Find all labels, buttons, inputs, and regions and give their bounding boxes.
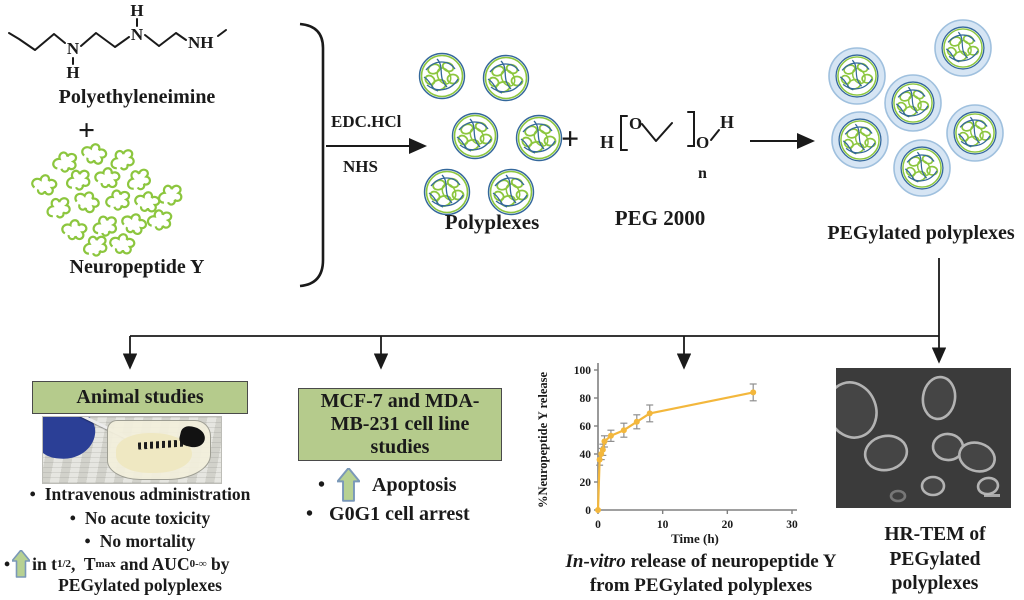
peg-h-left: H — [600, 132, 614, 152]
polyethyleneimine-structure: N H H N NH — [8, 4, 227, 82]
neuropeptide-y-cluster — [29, 139, 186, 258]
svg-text:0: 0 — [595, 519, 601, 531]
increase-arrow-icon — [337, 468, 361, 502]
svg-text:40: 40 — [580, 449, 592, 461]
cells-bullet-1: • Apoptosis — [300, 466, 518, 504]
pegylated-polyplexes-cluster — [825, 18, 1011, 202]
svg-text:80: 80 — [580, 393, 592, 405]
chart-x-axis-label: Time (h) — [671, 531, 719, 546]
pegylated-polyplexes-label: PEGylated polyplexes — [827, 222, 1015, 244]
atom-h1: H — [66, 63, 79, 82]
cell-title-line1: MCF-7 and MDA- — [320, 390, 480, 412]
animal-bullet-3: • No mortality — [84, 531, 196, 551]
atom-nh: NH — [188, 33, 214, 52]
svg-text:100: 100 — [574, 365, 592, 377]
hrtem-image — [836, 368, 1011, 508]
edc-label: EDC.HCl — [331, 112, 402, 131]
glove-shape — [43, 417, 98, 462]
container-shape — [107, 420, 211, 480]
svg-text:20: 20 — [722, 519, 734, 531]
tem-scale-bar — [984, 494, 1000, 497]
animal-experiment-photo — [42, 416, 222, 484]
svg-text:0: 0 — [585, 505, 591, 517]
animal-studies-title: Animal studies — [76, 386, 204, 408]
cell-line-studies-box: MCF-7 and MDA- MB-231 cell line studies — [298, 388, 502, 461]
increase-arrow-icon — [12, 550, 31, 578]
svg-text:10: 10 — [657, 519, 669, 531]
atom-n1: N — [67, 39, 80, 58]
tem-caption-line2: PEGylated — [889, 549, 981, 570]
svg-text:30: 30 — [786, 519, 798, 531]
cell-title-line3: studies — [370, 436, 430, 458]
grouping-bracket — [299, 22, 325, 288]
chart-caption-line2: from PEGylated polyplexes — [589, 575, 813, 596]
plus-sign-mid: + — [561, 120, 580, 156]
peg-structure: H O O H n — [600, 111, 734, 182]
polyplexes-cluster — [418, 52, 563, 216]
plus-sign-top: + — [78, 114, 96, 147]
atom-n2: N — [131, 25, 144, 44]
peg-o-left: O — [629, 114, 642, 133]
cell-title-line2: MB-231 cell line — [330, 413, 470, 435]
peg-o-right: O — [696, 133, 709, 152]
animal-studies-box: Animal studies — [32, 381, 248, 414]
animal-bullet-2: • No acute toxicity — [69, 508, 211, 528]
release-chart: 0 20 40 60 80 100 0 10 20 30 %Neuropeptide Y relea… — [536, 363, 798, 546]
cells-bullet-2: • G0G1 cell arrest — [306, 503, 470, 525]
svg-text:60: 60 — [580, 421, 592, 433]
polyplexes-label: Polyplexes — [444, 210, 540, 234]
chart-caption-line1: In-vitro release of neuropeptide Y — [565, 551, 837, 572]
animal-bullet-pk-line2: PEGylated polyplexes — [58, 575, 222, 595]
atom-h2: H — [130, 4, 143, 20]
neuropeptide-y-label: Neuropeptide Y — [69, 256, 205, 278]
peg-n-subscript: n — [698, 165, 707, 182]
chart-y-axis-label: %Neuropeptide Y release — [536, 372, 550, 509]
nhs-label: NHS — [343, 157, 378, 176]
peg-label: PEG 2000 — [614, 206, 706, 230]
polyethyleneimine-label: Polyethyleneimine — [58, 86, 216, 108]
tem-caption-line1: HR-TEM of — [884, 524, 986, 545]
animal-bullet-1: • Intravenous administration — [29, 484, 251, 504]
svg-text:20: 20 — [580, 477, 592, 489]
peg-h-right: H — [720, 112, 734, 132]
tem-caption-line3: polyplexes — [891, 573, 979, 594]
